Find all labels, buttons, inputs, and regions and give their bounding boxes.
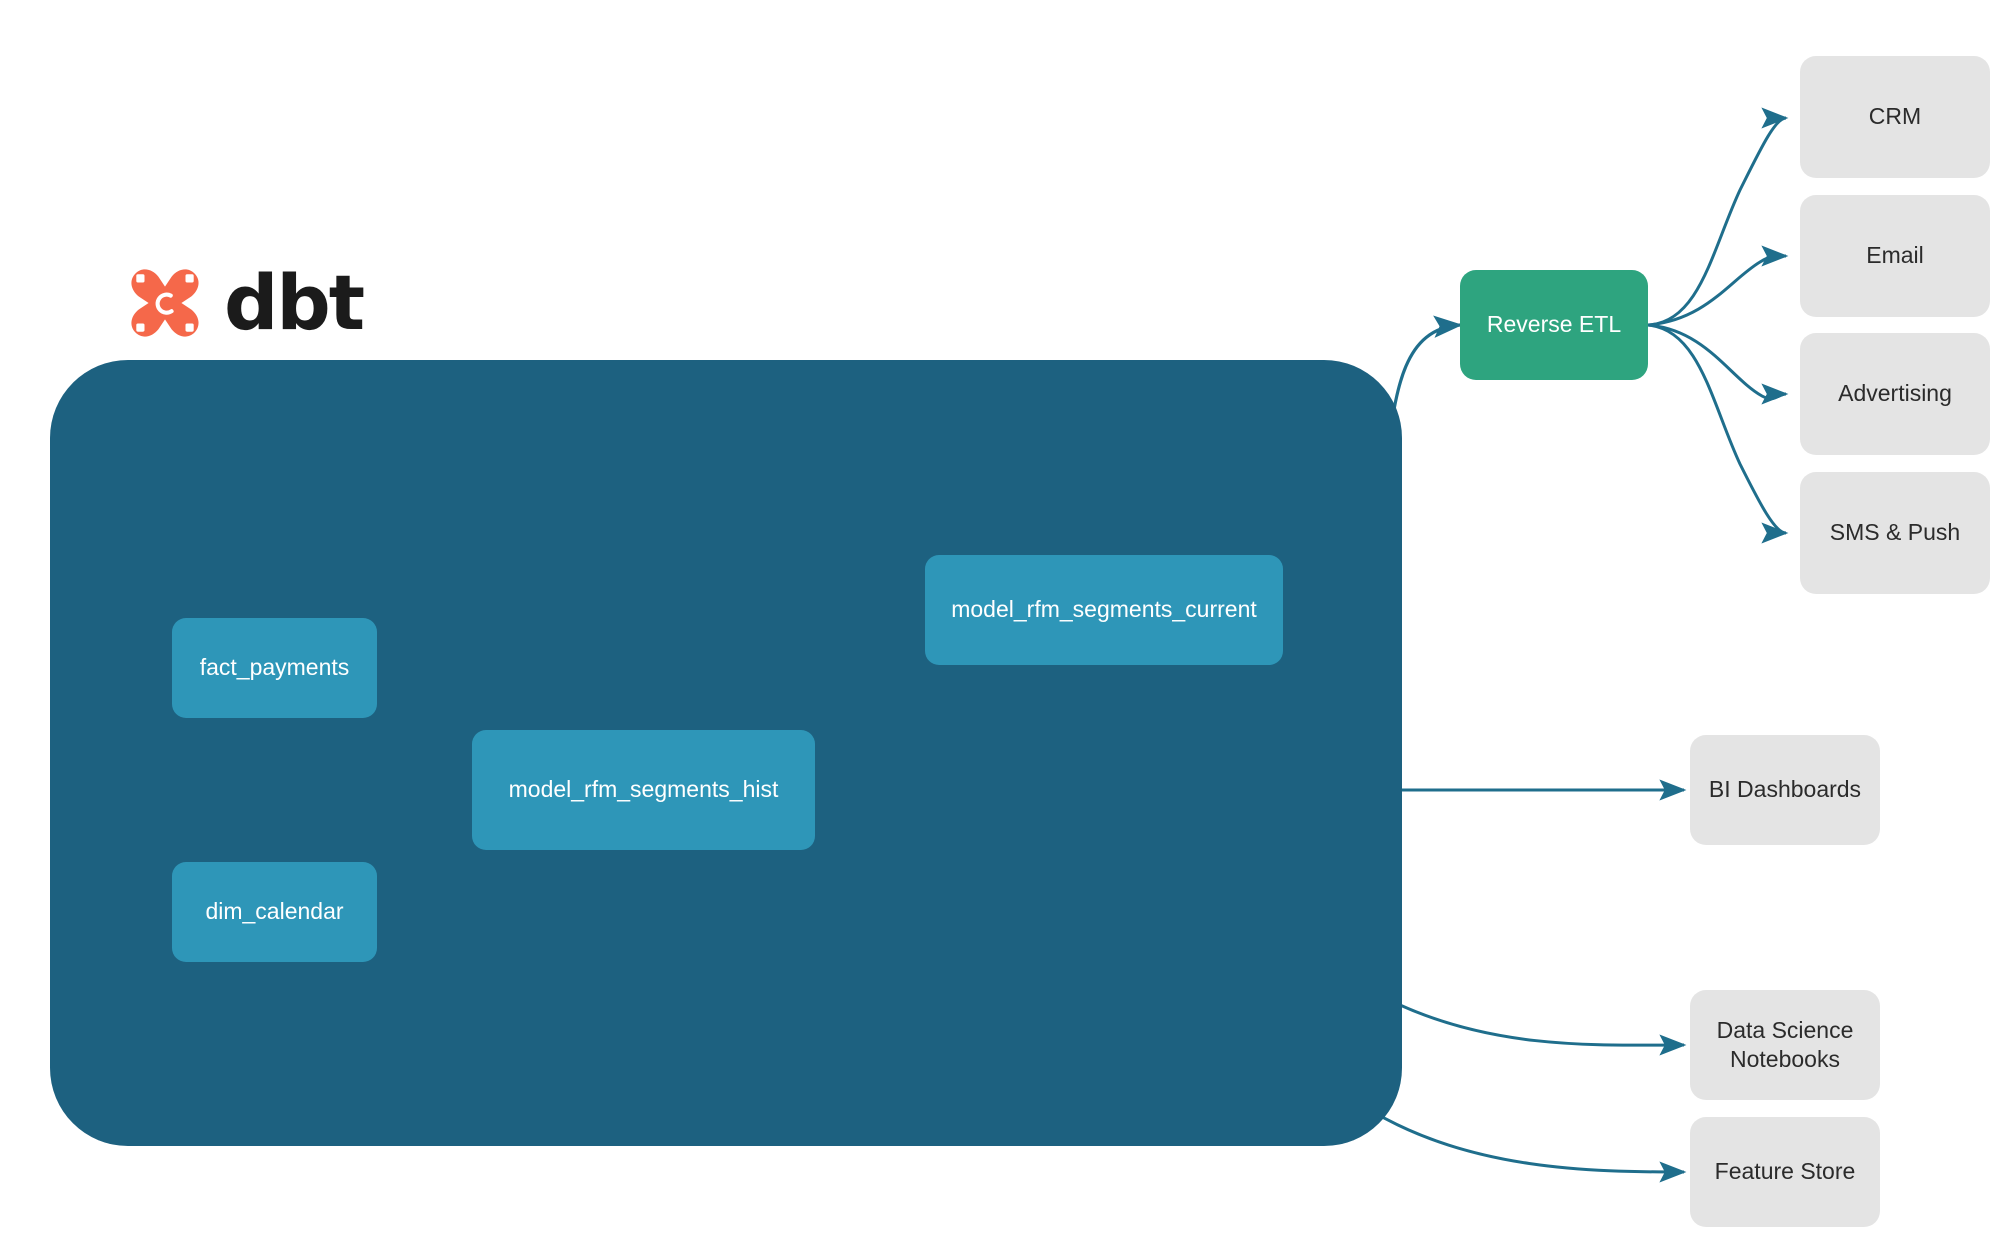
edge-reverse-etl-to-email <box>1647 245 1789 327</box>
dbt-logo: dbt <box>124 258 365 347</box>
model-node-rfm-segments-current[interactable]: model_rfm_segments_current <box>925 555 1283 665</box>
model-node-rfm-segments-hist[interactable]: model_rfm_segments_hist <box>472 730 815 850</box>
model-label-dim-calendar: dim_calendar <box>205 898 344 925</box>
model-label-rfm-segments-hist: model_rfm_segments_hist <box>508 776 779 803</box>
destination-node-bi-dashboards[interactable]: BI Dashboards <box>1690 735 1880 845</box>
destination-label-advertising: Advertising <box>1838 380 1952 407</box>
destination-label-data-science-notebooks: Data Science Notebooks <box>1716 1016 1854 1072</box>
destination-node-email[interactable]: Email <box>1800 195 1990 317</box>
edge-reverse-etl-to-advertising <box>1647 323 1789 405</box>
destination-node-crm[interactable]: CRM <box>1800 56 1990 178</box>
destination-node-data-science-notebooks[interactable]: Data Science Notebooks <box>1690 990 1880 1100</box>
destination-label-feature-store: Feature Store <box>1714 1158 1856 1185</box>
model-label-fact-payments: fact_payments <box>199 654 350 681</box>
dbt-wordmark: dbt <box>224 258 365 347</box>
destination-node-advertising[interactable]: Advertising <box>1800 333 1990 455</box>
model-label-rfm-segments-current: model_rfm_segments_current <box>951 596 1257 623</box>
destination-label-email: Email <box>1866 242 1924 269</box>
edge-reverse-etl-to-sms-push <box>1647 323 1789 544</box>
reverse-etl-node[interactable]: Reverse ETL <box>1460 270 1648 380</box>
destination-label-bi-dashboards: BI Dashboards <box>1708 776 1862 803</box>
reverse-etl-label: Reverse ETL <box>1486 311 1622 338</box>
destination-label-sms-push: SMS & Push <box>1829 519 1961 546</box>
dbt-mark-icon <box>131 269 199 337</box>
destination-node-sms-push[interactable]: SMS & Push <box>1800 472 1990 594</box>
model-node-fact-payments[interactable]: fact_payments <box>172 618 377 718</box>
destination-label-crm: CRM <box>1868 103 1922 130</box>
edge-reverse-etl-to-crm <box>1647 107 1789 327</box>
destination-node-feature-store[interactable]: Feature Store <box>1690 1117 1880 1227</box>
model-node-dim-calendar[interactable]: dim_calendar <box>172 862 377 962</box>
